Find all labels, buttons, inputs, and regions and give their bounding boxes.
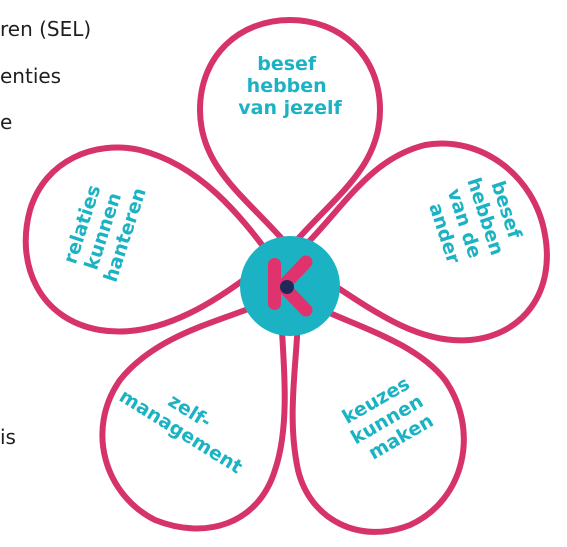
petal-left: relaties kunnen hanteren bbox=[22, 144, 275, 335]
petal-right-label: besef hebben van de ander bbox=[420, 168, 530, 278]
petal-bottom-left: zelf- management bbox=[99, 293, 288, 532]
side-text-line-2: enties bbox=[0, 64, 62, 88]
side-text-line-3: e bbox=[0, 110, 13, 134]
center-logo bbox=[240, 236, 340, 336]
k-logo-icon bbox=[268, 255, 313, 317]
side-text-line-1: ren (SEL) bbox=[0, 17, 92, 41]
petal-top: besef hebben van jezelf bbox=[197, 17, 383, 251]
petal-right: besef hebben van de ander bbox=[289, 140, 550, 344]
side-text-line-4: is bbox=[0, 425, 16, 449]
petal-bottom-right: keuzes kunnen maken bbox=[289, 293, 467, 535]
petal-top-label: besef hebben van jezelf bbox=[238, 53, 342, 119]
